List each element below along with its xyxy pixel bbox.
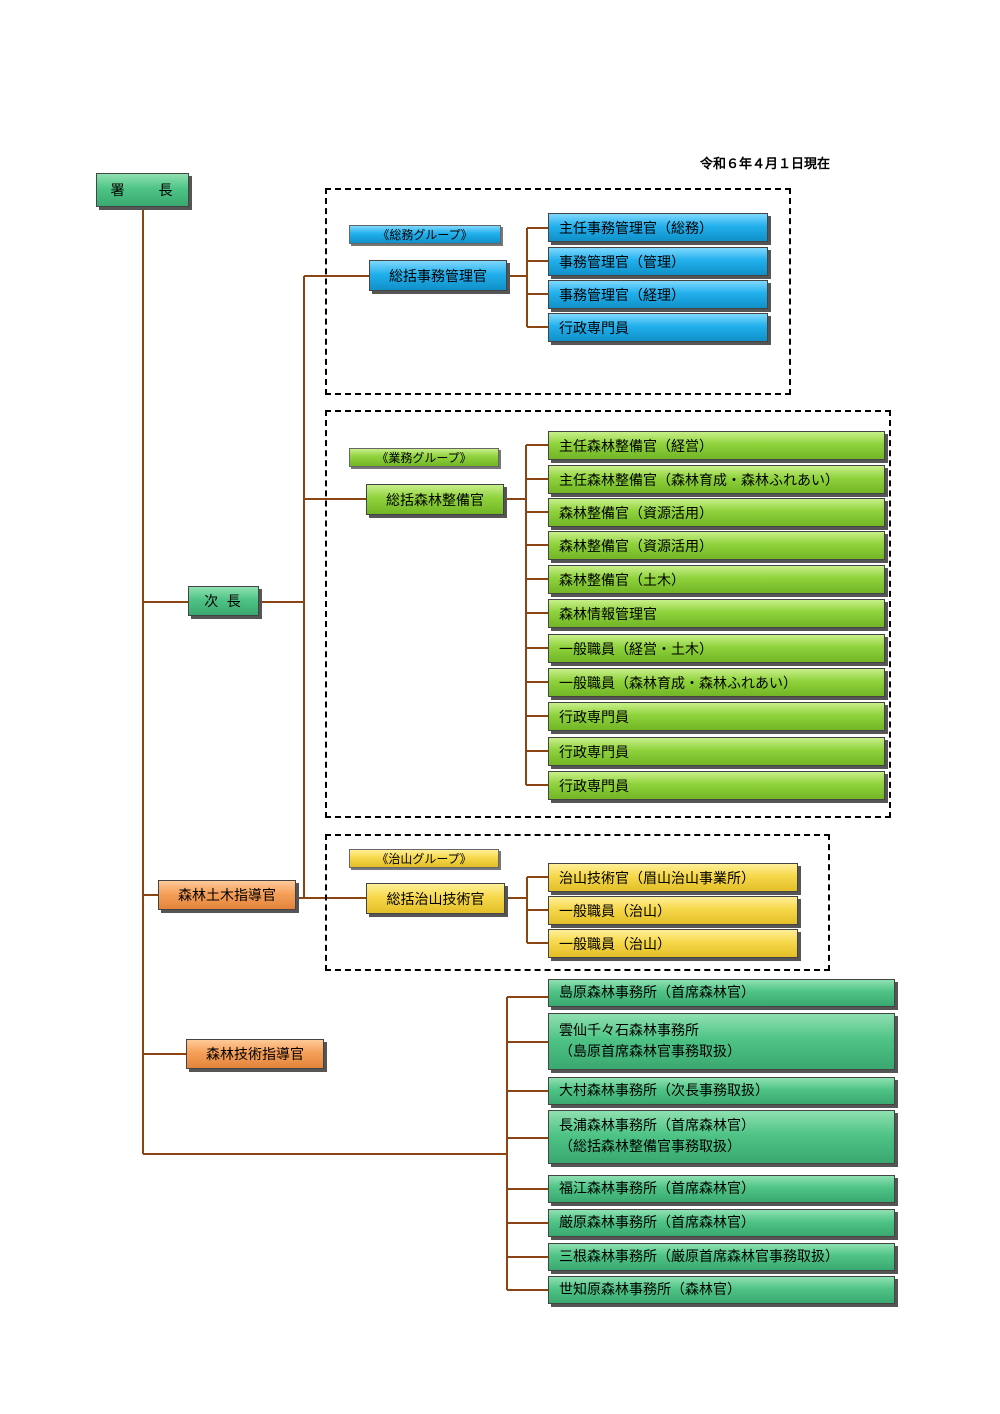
erosion-control-member: 一般職員（治山） <box>548 929 798 958</box>
operations-member: 森林整備官（資源活用） <box>548 498 885 527</box>
erosion-control-leader: 総括治山技術官 <box>366 883 505 914</box>
forest-office-line: 長浦森林事務所（首席森林官） <box>559 1118 755 1134</box>
erosion-control-member: 一般職員（治山） <box>548 896 798 925</box>
general-affairs-group-frame <box>325 188 791 395</box>
operations-member: 行政専門員 <box>548 737 885 766</box>
forest-office-line: 島原森林事務所（首席森林官） <box>559 984 755 1001</box>
forest-office-line: 世知原森林事務所（森林官） <box>559 1281 741 1298</box>
operations-member: 森林情報管理官 <box>548 599 885 628</box>
forest-office-line: 雲仙千々石森林事務所 <box>559 1022 699 1039</box>
deputy-box: 次 長 <box>188 586 259 616</box>
forest-office: 大村森林事務所（次長事務取扱） <box>548 1077 895 1105</box>
forest-office-line: 福江森林事務所（首席森林官） <box>559 1180 755 1197</box>
erosion-control-group-tag: 《治山グループ》 <box>349 849 499 868</box>
forest-office-line: 大村森林事務所（次長事務取扱） <box>559 1082 769 1099</box>
forest-office-line: （島原首席森林官事務取扱） <box>559 1043 741 1060</box>
general-affairs-member: 事務管理官（管理） <box>548 247 768 276</box>
forest-office: 厳原森林事務所（首席森林官） <box>548 1209 895 1237</box>
operations-leader: 総括森林整備官 <box>366 484 504 515</box>
general-affairs-leader: 総括事務管理官 <box>369 260 507 291</box>
operations-group-frame <box>325 410 891 818</box>
forest-office-line: （総括森林整備官事務取扱） <box>559 1139 741 1155</box>
civil-engineering-guide-box: 森林土木指導官 <box>158 880 296 910</box>
operations-member: 行政専門員 <box>548 771 885 800</box>
forest-office: 福江森林事務所（首席森林官） <box>548 1175 895 1203</box>
forest-office-line: 厳原森林事務所（首席森林官） <box>559 1214 755 1231</box>
erosion-control-group-frame <box>325 834 830 971</box>
forest-office: 長浦森林事務所（首席森林官） （総括森林整備官事務取扱） <box>548 1110 895 1164</box>
general-affairs-group-tag: 《総務グループ》 <box>349 225 501 244</box>
forest-office: 三根森林事務所（厳原首席森林官事務取扱） <box>548 1243 895 1271</box>
forest-office: 島原森林事務所（首席森林官） <box>548 979 895 1007</box>
forest-office: 世知原森林事務所（森林官） <box>548 1276 895 1304</box>
forest-technology-guide-box: 森林技術指導官 <box>186 1039 324 1069</box>
operations-member: 主任森林整備官（経営） <box>548 431 885 460</box>
general-affairs-member: 主任事務管理官（総務） <box>548 213 768 242</box>
operations-group-tag: 《業務グループ》 <box>349 448 499 467</box>
operations-member: 主任森林整備官（森林育成・森林ふれあい） <box>548 465 885 494</box>
forest-office-line: 三根森林事務所（厳原首席森林官事務取扱） <box>559 1248 839 1265</box>
general-affairs-member: 事務管理官（経理） <box>548 280 768 309</box>
operations-member: 森林整備官（土木） <box>548 565 885 594</box>
operations-member: 行政専門員 <box>548 702 885 731</box>
forest-office: 雲仙千々石森林事務所 （島原首席森林官事務取扱） <box>548 1013 895 1070</box>
date-note: 令和６年４月１日現在 <box>700 157 831 172</box>
erosion-control-member: 治山技術官（眉山治山事業所） <box>548 863 798 892</box>
operations-member: 一般職員（経営・土木） <box>548 634 885 663</box>
general-affairs-member: 行政専門員 <box>548 313 768 342</box>
head-box: 署 長 <box>96 173 189 207</box>
operations-member: 一般職員（森林育成・森林ふれあい） <box>548 668 885 697</box>
operations-member: 森林整備官（資源活用） <box>548 531 885 560</box>
